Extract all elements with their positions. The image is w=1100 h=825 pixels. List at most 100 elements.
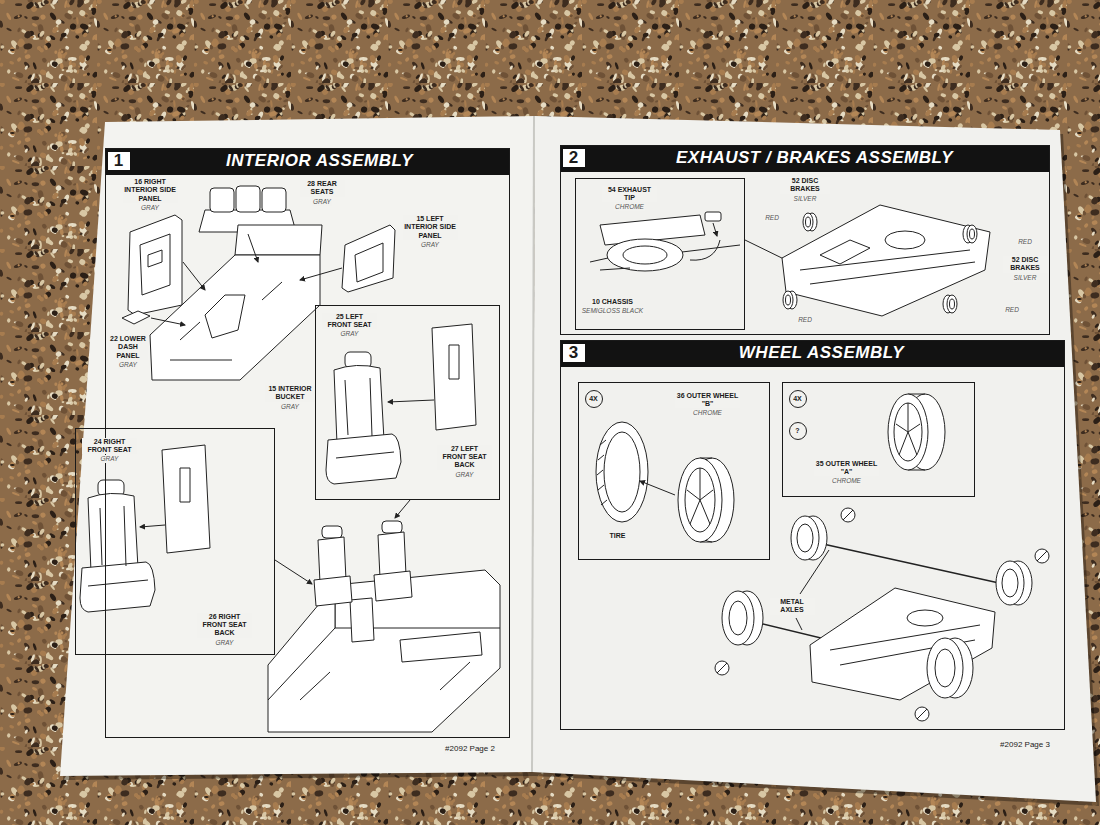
chassis-wheels-drawing — [722, 591, 754, 645]
chassis-wheels-drawing — [841, 508, 855, 522]
step-title: EXHAUST / BRAKES ASSEMBLY — [675, 148, 954, 168]
interior-assembled-drawing — [275, 560, 312, 584]
interior-parts — [128, 215, 182, 315]
wheel-b-drawing — [596, 422, 648, 522]
right-front-seat-drawing — [162, 445, 210, 553]
interior-assembled-drawing — [400, 632, 482, 662]
color-note: RED — [1004, 306, 1020, 314]
wheel-b-drawing — [685, 468, 715, 532]
chassis-wheels-drawing — [927, 638, 963, 698]
wheel-a-drawing — [894, 403, 922, 461]
interior-assembled-drawing — [378, 532, 406, 578]
interior-parts — [342, 225, 395, 292]
chassis-wheels-drawing — [715, 661, 729, 675]
chassis-brakes-drawing — [782, 205, 990, 316]
color-note: CHROME — [831, 477, 862, 485]
left-front-seat-drawing — [336, 378, 394, 458]
interior-parts — [183, 262, 205, 290]
detail-inset: 25 LEFT FRONT SEATGRAY 27 LEFT FRONT SEAT… — [315, 305, 500, 500]
interior-assembled-drawing — [300, 662, 470, 700]
paper-sheet — [532, 116, 534, 772]
interior-parts — [248, 234, 258, 262]
exhaust-detail-drawing — [690, 240, 720, 260]
exhaust-detail-drawing — [607, 239, 683, 271]
chassis-brakes-drawing — [782, 205, 990, 316]
wheel-b-drawing — [596, 422, 734, 542]
page-footer: #2092 Page 2 — [444, 744, 496, 754]
interior-assembled-drawing — [374, 571, 412, 601]
wheel-b-drawing — [678, 458, 722, 542]
wheel-a-drawing — [896, 403, 920, 455]
left-front-seat-drawing — [432, 324, 476, 430]
color-note: RED — [797, 316, 813, 324]
interior-parts — [148, 250, 162, 267]
step-number: 1 — [107, 151, 131, 171]
part-callout: 36 OUTER WHEEL "B" — [675, 392, 740, 409]
color-note: CHROME — [692, 409, 723, 417]
interior-parts — [210, 188, 234, 212]
chassis-brakes-drawing — [783, 291, 793, 309]
part-callout: 28 REAR SEATS — [300, 180, 345, 197]
exhaust-detail-drawing — [590, 245, 740, 270]
interior-assembled-drawing — [318, 537, 346, 583]
interior-parts — [151, 318, 185, 325]
paper-sheet — [60, 116, 1099, 806]
page-footer: #2092 Page 3 — [999, 740, 1051, 750]
color-note: CHROME — [614, 203, 645, 211]
interior-parts — [170, 282, 282, 360]
quantity-circle: ? — [789, 422, 807, 440]
color-note: GRAY — [340, 330, 360, 338]
chassis-wheels-drawing — [917, 709, 927, 719]
chassis-wheels-drawing — [715, 508, 1049, 721]
interior-assembled-drawing — [382, 521, 402, 533]
part-callout: 52 DISC BRAKES — [1003, 256, 1048, 273]
color-note: RED — [764, 214, 780, 222]
interior-parts — [150, 255, 320, 380]
chassis-brakes-drawing — [820, 240, 870, 264]
step-number: 2 — [562, 148, 586, 168]
paper-sheet — [532, 116, 1096, 802]
part-callout: METAL AXLES — [770, 598, 815, 615]
chassis-wheels-drawing — [843, 510, 853, 520]
interior-assembled-drawing — [314, 576, 352, 606]
chassis-brakes-drawing — [786, 295, 791, 305]
interior-parts — [300, 268, 342, 280]
color-note: GRAY — [312, 198, 332, 206]
step-title: INTERIOR ASSEMBLY — [225, 151, 414, 171]
chassis-wheels-drawing — [907, 610, 943, 626]
interior-parts — [122, 186, 395, 380]
color-note: SILVER — [1013, 274, 1038, 282]
interior-assembled-drawing — [268, 628, 500, 732]
part-callout: TIRE — [609, 532, 627, 540]
detail-inset: 54 EXHAUST TIPCHROME10 CHASSISSEMIGLOSS … — [575, 178, 745, 330]
detail-inset: 4X?35 OUTER WHEEL "A"CHROME — [782, 382, 975, 497]
wheel-a-drawing — [888, 394, 945, 470]
interior-assembled-drawing — [322, 526, 342, 538]
color-note: GRAY — [140, 204, 160, 212]
left-front-seat-drawing — [449, 345, 459, 379]
color-note: GRAY — [118, 361, 138, 369]
wheel-b-drawing — [597, 440, 607, 505]
right-front-seat-drawing — [88, 506, 148, 586]
interior-parts — [236, 186, 260, 212]
chassis-wheels-drawing — [717, 663, 727, 673]
exhaust-detail-drawing — [590, 212, 788, 271]
step-number: 3 — [562, 343, 586, 363]
left-front-seat-drawing — [388, 400, 434, 402]
detail-inset: 24 RIGHT FRONT SEATGRAY26 RIGHT FRONT SE… — [75, 428, 275, 655]
part-callout: 26 RIGHT FRONT SEAT BACK — [197, 613, 252, 638]
chassis-brakes-drawing — [970, 229, 975, 239]
interior-parts — [262, 188, 286, 212]
part-callout: 27 LEFT FRONT SEAT BACK — [437, 445, 492, 470]
wheel-b-drawing — [640, 481, 675, 495]
part-callout: 24 RIGHT FRONT SEAT — [82, 438, 137, 455]
interior-parts — [355, 243, 383, 282]
part-callout: 25 LEFT FRONT SEAT — [322, 313, 377, 330]
chassis-wheels-drawing — [810, 588, 995, 700]
chassis-brakes-drawing — [947, 295, 957, 313]
right-front-seat-drawing — [140, 525, 165, 527]
interior-assembled-drawing — [395, 500, 410, 518]
color-note: GRAY — [420, 241, 440, 249]
